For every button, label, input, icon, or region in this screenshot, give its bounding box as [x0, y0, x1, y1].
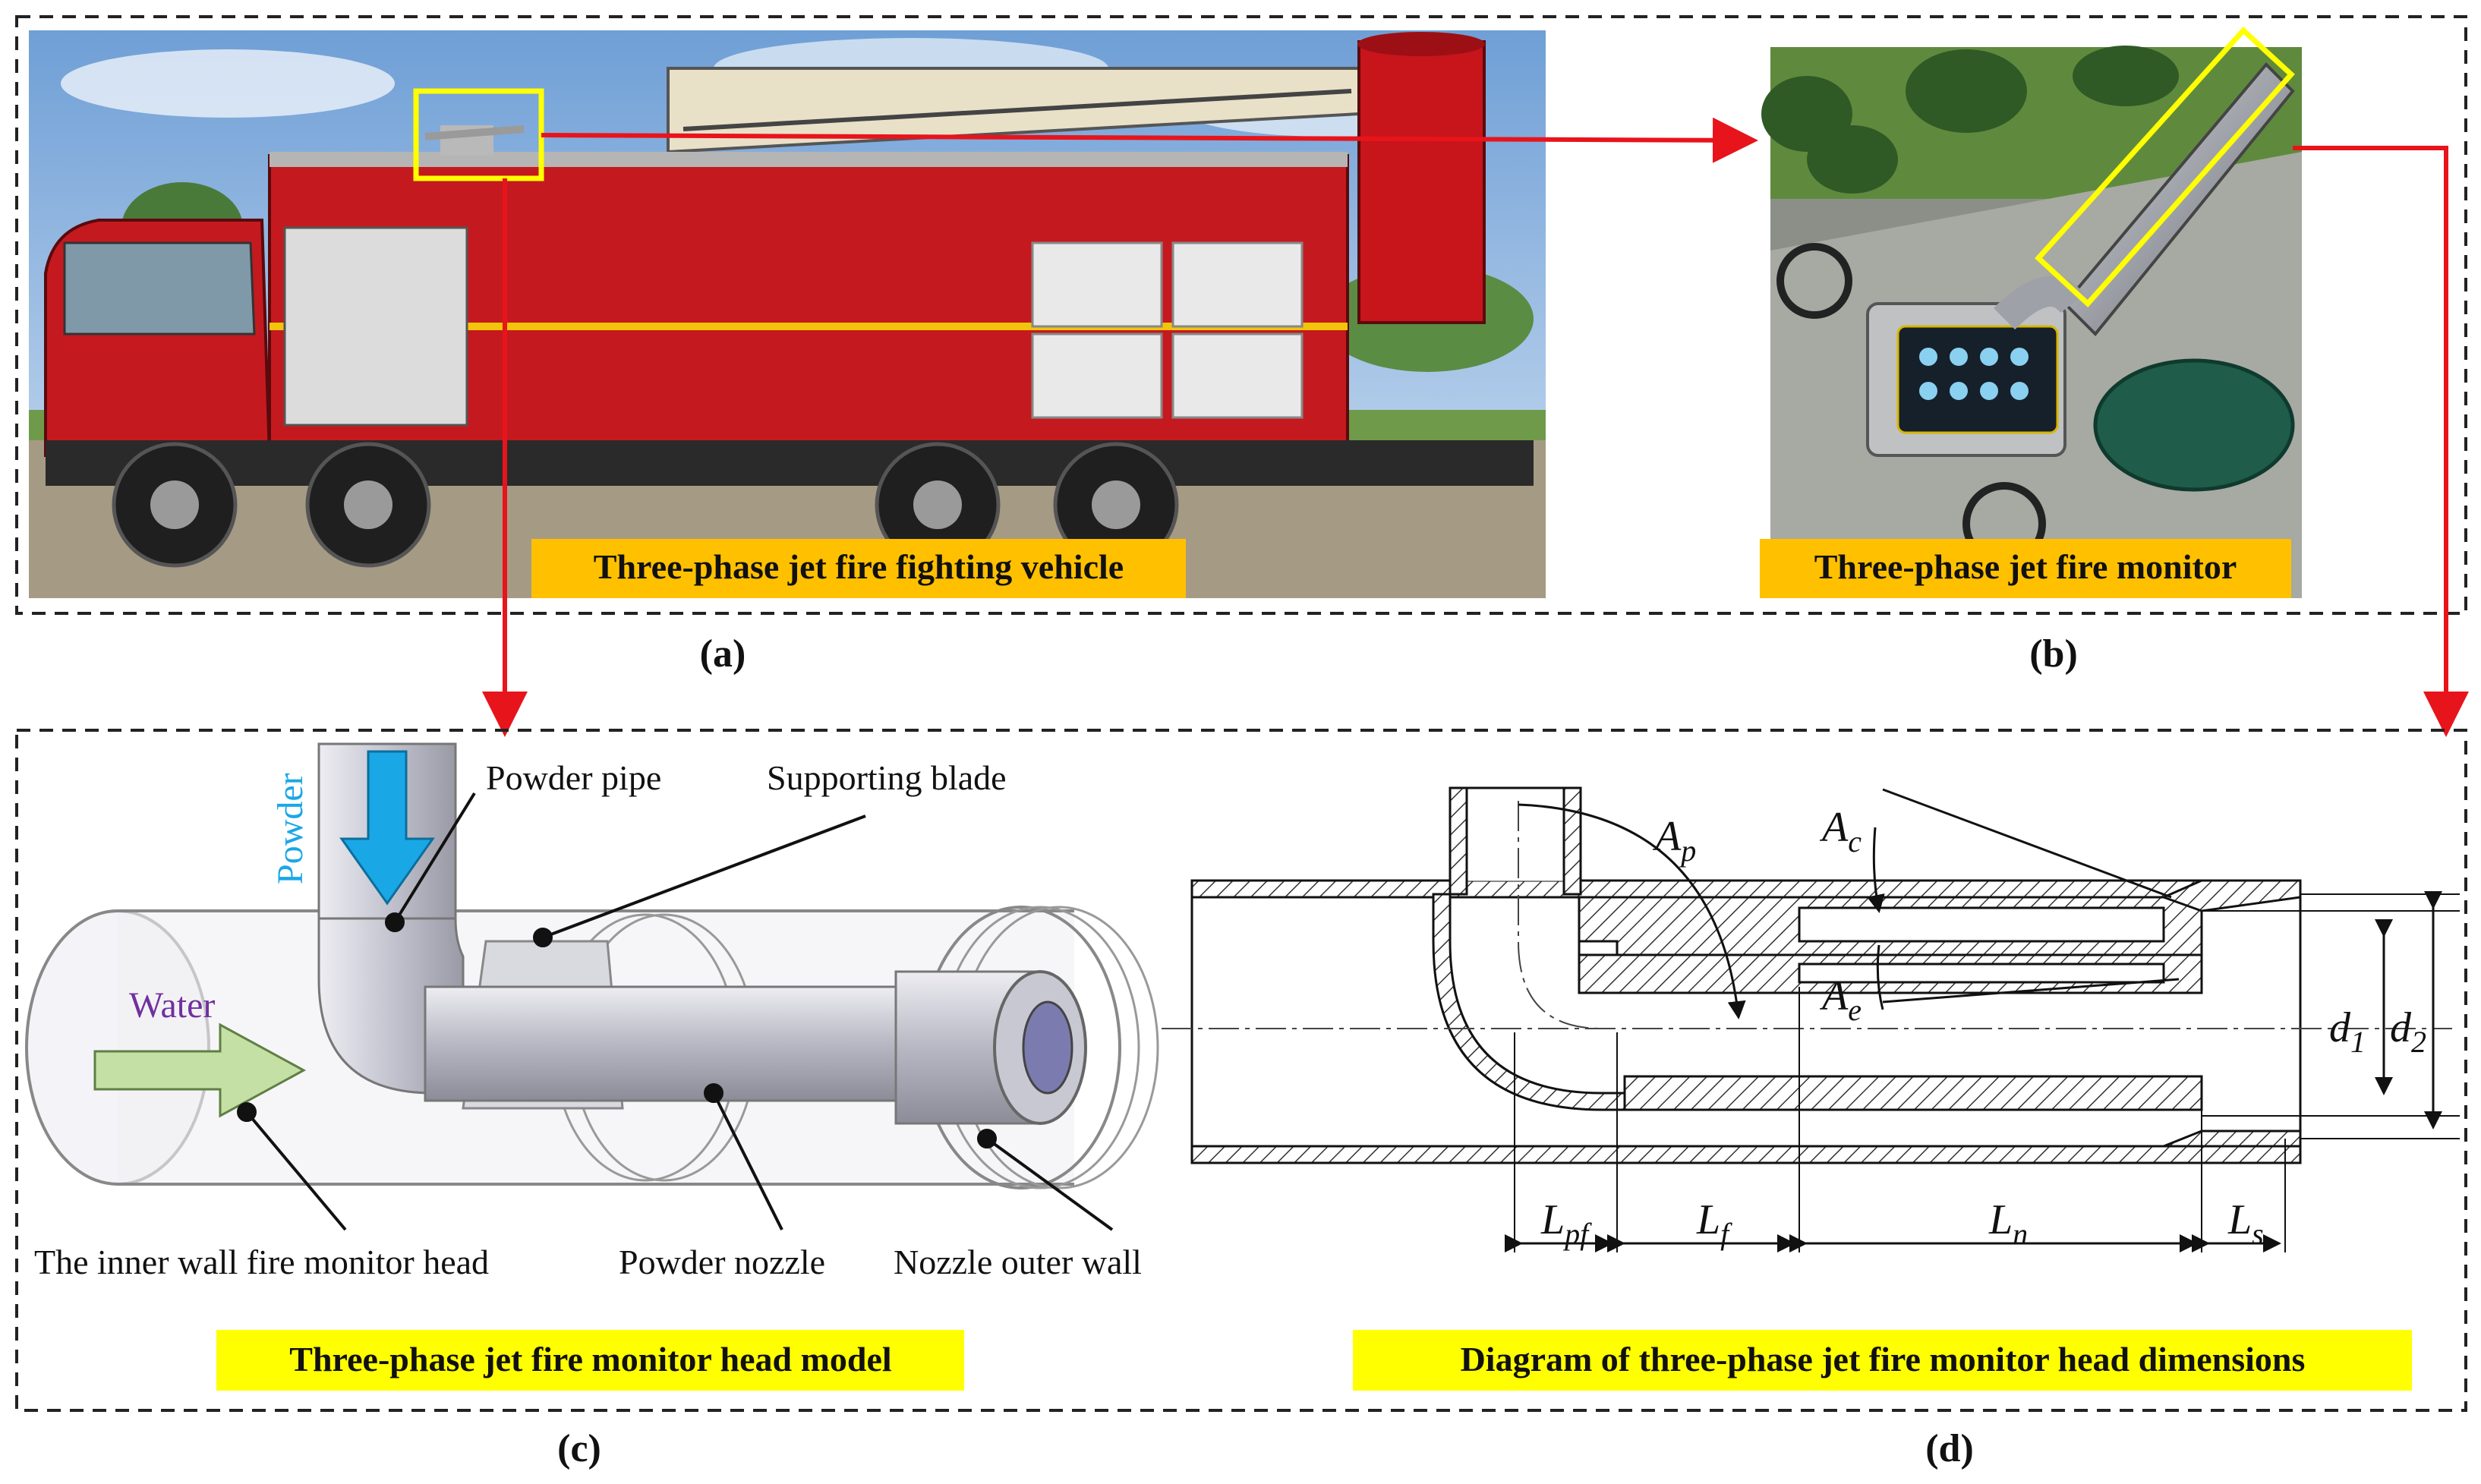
panel-letter-c: (c) [557, 1427, 601, 1470]
label-powder-pipe: Powder pipe [486, 758, 661, 797]
caption-box-d [1353, 1330, 2412, 1391]
caption-box-a [531, 539, 1186, 598]
panel-b-monitor-photo [1761, 46, 2302, 598]
symbol-Ac: Ac [1819, 804, 1862, 859]
label-inner-wall: The inner wall fire monitor head [34, 1243, 489, 1281]
symbol-Ap: Ap [1652, 813, 1696, 868]
panel-letter-d: (d) [1925, 1427, 1974, 1470]
symbol-d1: d1 [2329, 1004, 2366, 1059]
panel-a-vehicle-photo [29, 30, 1546, 598]
panel-letter-b: (b) [2029, 632, 2078, 676]
water-flow-arrow [93, 1022, 307, 1118]
red-connector-arrows [482, 117, 2469, 737]
caption-a: Three-phase jet fire fighting vehicle [594, 547, 1124, 586]
caption-d: Diagram of three-phase jet fire monitor … [1461, 1340, 2306, 1378]
symbol-Lf: Lf [1696, 1196, 1732, 1251]
symbol-Ls: Ls [2227, 1196, 2264, 1251]
caption-box-b [1760, 539, 2291, 598]
label-water: Water [129, 985, 215, 1026]
label-powder: Powder [270, 773, 311, 884]
caption-box-c [216, 1330, 964, 1391]
panel-d-dimension-drawing [1162, 786, 2460, 1252]
symbol-Ln: Ln [1988, 1196, 2028, 1251]
powder-flow-arrow [339, 750, 435, 906]
barrel-highlight-box-b [2035, 27, 2295, 307]
symbol-Lpf: Lpf [1540, 1196, 1592, 1251]
symbol-Ae: Ae [1819, 972, 1862, 1027]
bottom-panels-frame [15, 729, 2467, 1412]
caption-b: Three-phase jet fire monitor [1814, 547, 2237, 586]
caption-c: Three-phase jet fire monitor head model [289, 1340, 891, 1378]
label-powder-nozzle: Powder nozzle [619, 1243, 825, 1281]
panel-letter-a: (a) [700, 632, 746, 676]
top-panels-frame [15, 15, 2467, 615]
label-supporting-blade: Supporting blade [767, 758, 1007, 797]
monitor-highlight-box-a [413, 88, 544, 181]
symbol-d2: d2 [2390, 1004, 2426, 1059]
panel-c-model [25, 742, 1159, 1231]
label-nozzle-outer-wall: Nozzle outer wall [894, 1243, 1142, 1281]
